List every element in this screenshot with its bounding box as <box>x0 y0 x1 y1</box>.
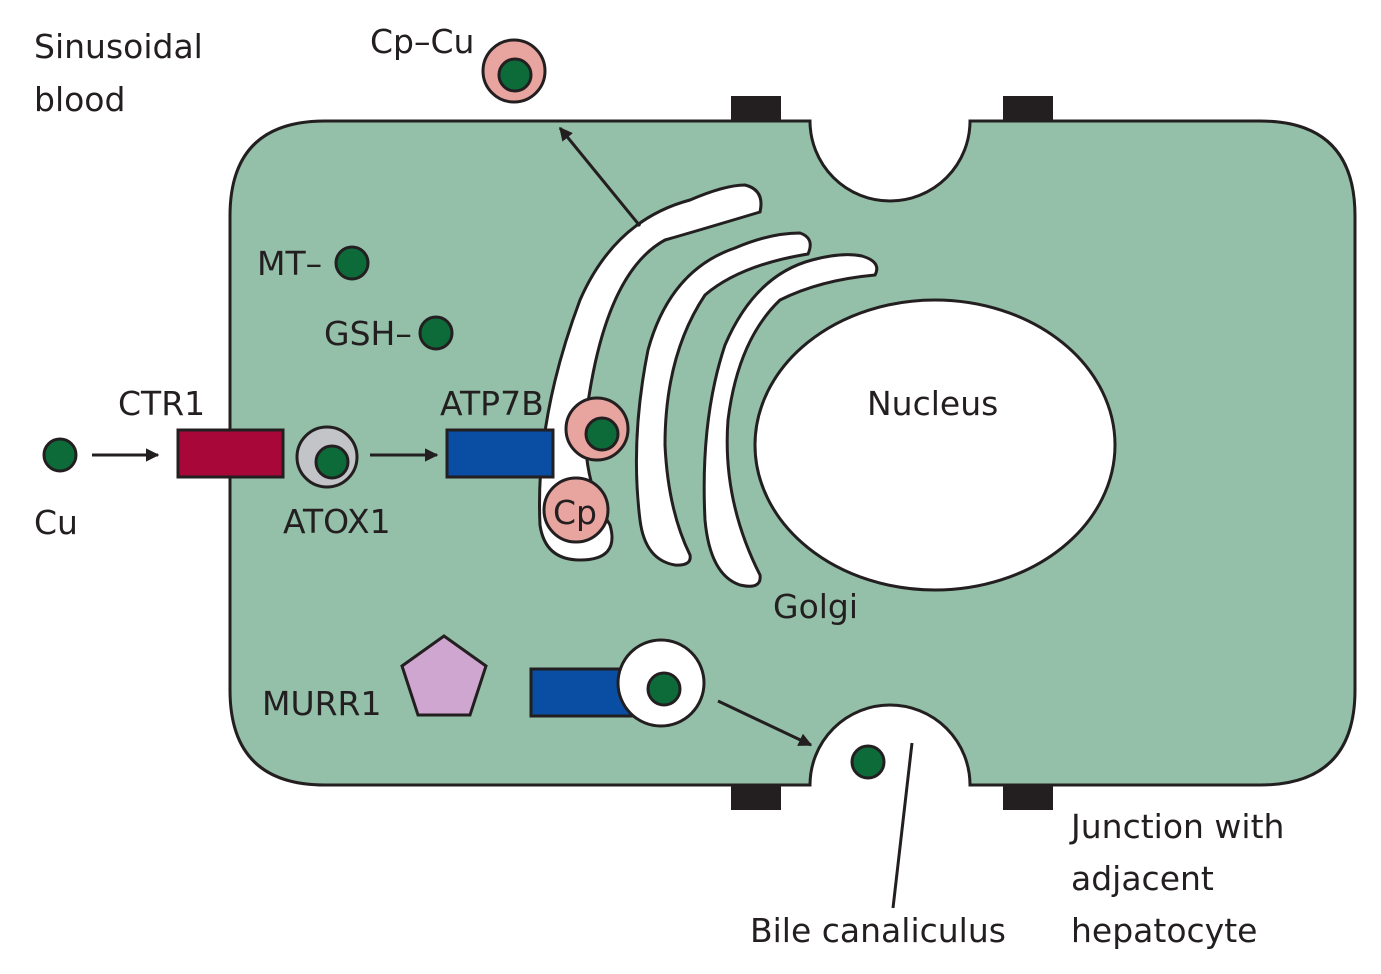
junction-bottom-right <box>1003 785 1053 810</box>
label-sinusoidal-blood-line2: blood <box>34 80 125 119</box>
label-gsh: GSH– <box>324 314 412 353</box>
label-cp-cu: Cp–Cu <box>370 22 474 61</box>
copper-ion-mt <box>334 245 370 281</box>
copper-ion-atox1 <box>314 444 350 480</box>
label-murr1: MURR1 <box>262 684 381 723</box>
golgi-cisterna-inner <box>702 253 879 588</box>
copper-ion-extracellular <box>42 437 78 473</box>
label-ctr1: CTR1 <box>118 384 205 423</box>
copper-ion-in-cp-secreted <box>497 57 533 93</box>
copper-ion-in-cp-golgi <box>584 416 620 452</box>
nucleus <box>753 298 1117 592</box>
label-junction-line3: hepatocyte <box>1071 911 1257 950</box>
golgi-cisterna-outer <box>538 183 763 562</box>
junction-top-left <box>731 96 781 121</box>
apo-ceruloplasmin <box>542 476 610 544</box>
label-mt: MT– <box>257 244 322 283</box>
copper-ion-gsh <box>418 315 454 351</box>
atp7b-transporter <box>445 428 555 479</box>
bile-canaliculus-leader <box>891 742 914 909</box>
junction-top-right <box>1003 96 1053 121</box>
ctr1-transporter <box>176 428 285 479</box>
label-junction-line2: adjacent <box>1071 859 1214 898</box>
label-golgi: Golgi <box>773 587 858 626</box>
junction-bottom-left <box>731 785 781 810</box>
arrow-secretion-to-blood <box>558 126 642 227</box>
label-cp: Cp <box>553 493 597 532</box>
label-atox1: ATOX1 <box>283 502 391 541</box>
label-nucleus: Nucleus <box>867 384 998 423</box>
label-bile-canaliculus: Bile canaliculus <box>750 911 1006 950</box>
copper-ion-bile <box>850 744 886 780</box>
copper-ion-in-vesicle <box>646 671 682 707</box>
arrow-vesicle-to-bile <box>717 699 813 747</box>
label-sinusoidal-blood-line1: Sinusoidal <box>34 27 203 66</box>
label-cu: Cu <box>34 503 78 542</box>
golgi-cisterna-middle <box>634 231 812 567</box>
murr1-protein <box>400 634 488 717</box>
label-junction-line1: Junction with <box>1069 807 1284 846</box>
label-atp7b: ATP7B <box>440 384 544 423</box>
